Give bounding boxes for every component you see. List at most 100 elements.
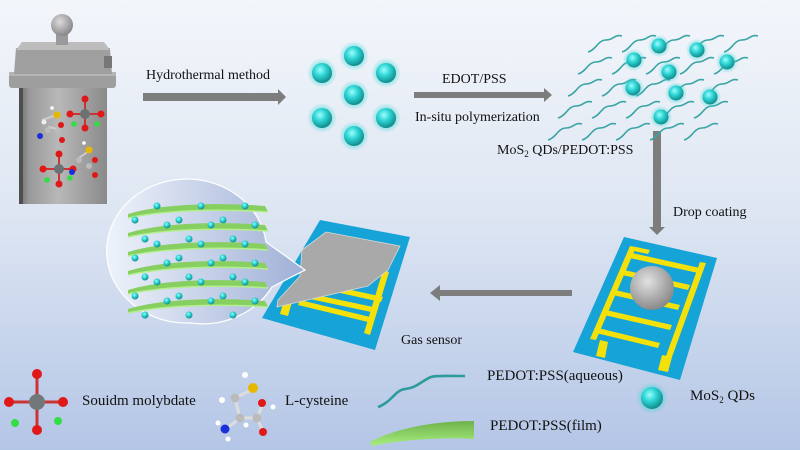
qd-dot <box>312 63 332 83</box>
film-qd <box>229 235 237 243</box>
pedot-wave <box>557 100 593 119</box>
composite-qd <box>702 89 718 105</box>
film-qd <box>175 216 183 224</box>
legend-mos2-qds-label: MoS2 QDs <box>690 388 755 405</box>
composite-label-sub: 2 <box>524 149 529 159</box>
l-cysteine-molecule-icon <box>215 372 276 442</box>
mos2-qd-cluster-icon <box>307 41 401 151</box>
film-layer <box>128 280 268 294</box>
drop-coating-label: Drop coating <box>673 205 747 220</box>
legend-qd-suffix: QDs <box>723 388 755 404</box>
in-situ-polymerization-label: In-situ polymerization <box>415 110 540 125</box>
film-qd <box>197 240 205 248</box>
hydrothermal-method-label: Hydrothermal method <box>146 68 271 83</box>
film-qd <box>219 292 227 300</box>
film-edge <box>127 228 269 238</box>
arrow-drop-coating-icon <box>649 131 665 235</box>
legend-sodium-molybdate-label: Souidm molybdate <box>82 393 196 409</box>
film-qd <box>241 278 249 286</box>
pedot-wave <box>547 122 583 141</box>
pedot-wave <box>577 56 613 75</box>
pedot-wave <box>683 122 719 141</box>
film-qd <box>153 202 161 210</box>
autoclave-reactor-icon <box>9 14 116 204</box>
pedot-wave <box>567 78 603 97</box>
film-qd <box>241 202 249 210</box>
pedot-film-icon <box>370 421 474 446</box>
film-qd <box>175 292 183 300</box>
magnified-film-bubble-icon <box>106 178 307 325</box>
pedot-aqueous-wave-icon <box>377 374 466 409</box>
pedot-wave <box>587 34 623 53</box>
film-qd <box>207 297 215 305</box>
composite-qd <box>653 109 669 125</box>
film-qd <box>141 235 149 243</box>
legend-qd-sub: 2 <box>719 395 724 405</box>
film-qd <box>251 221 259 229</box>
composite-qds-icon <box>621 34 739 129</box>
composite-qd <box>719 54 735 70</box>
film-qd <box>207 259 215 267</box>
pedot-wave <box>615 122 651 141</box>
qd-dot <box>376 108 396 128</box>
qd-dot <box>312 108 332 128</box>
film-qd <box>163 297 171 305</box>
gas-sensor-label: Gas sensor <box>401 333 463 348</box>
precursor-molecules-icon <box>37 95 105 188</box>
film-edge <box>127 209 269 219</box>
arrow-to-sensor-icon <box>430 285 572 301</box>
composite-label: MoS2 QDs/PEDOT:PSS <box>497 143 633 159</box>
drop-coated-sensor-icon <box>573 237 717 380</box>
film-qd <box>229 273 237 281</box>
composite-label-suffix: QDs/PEDOT:PSS <box>528 143 634 158</box>
qd-dot <box>344 85 364 105</box>
film-edge <box>127 285 269 295</box>
pedot-wave <box>581 122 617 141</box>
film-qd <box>163 259 171 267</box>
pedot-wave <box>621 34 657 53</box>
film-layer <box>128 242 268 256</box>
film-qd <box>141 311 149 319</box>
film-qd <box>185 273 193 281</box>
composite-qd <box>651 38 667 54</box>
film-qd <box>219 216 227 224</box>
film-layer <box>128 261 268 275</box>
film-qd <box>131 216 139 224</box>
pedot-wave <box>649 122 685 141</box>
film-layer <box>128 223 268 237</box>
pedot-wave <box>625 100 661 119</box>
mos2-qd-legend-icon <box>636 382 668 414</box>
film-qd <box>197 278 205 286</box>
composite-qd <box>668 85 684 101</box>
film-qd <box>131 254 139 262</box>
film-qd <box>163 221 171 229</box>
pedot-wave <box>679 56 715 75</box>
qd-dot <box>344 126 364 146</box>
film-qd <box>131 292 139 300</box>
film-qd <box>175 254 183 262</box>
film-qd <box>185 235 193 243</box>
film-qd <box>185 311 193 319</box>
arrow-hydrothermal-icon <box>143 89 286 105</box>
film-edge <box>127 304 269 314</box>
pedot-wave <box>591 100 627 119</box>
film-layer <box>128 299 268 313</box>
film-qd <box>241 240 249 248</box>
film-edge <box>127 266 269 276</box>
legend-qd-prefix: MoS <box>690 388 720 404</box>
legend-pedot-aqueous-label: PEDOT:PSS(aqueous) <box>487 368 623 384</box>
film-qd <box>153 240 161 248</box>
legend-cysteine-label: L-cysteine <box>285 393 349 409</box>
gas-sensor-device-icon <box>262 220 410 350</box>
film-qd <box>153 278 161 286</box>
edot-pss-label: EDOT/PSS <box>442 72 507 87</box>
composite-qd <box>689 42 705 58</box>
composite-label-prefix: MoS <box>497 143 525 158</box>
film-qd <box>229 311 237 319</box>
qd-dot <box>376 63 396 83</box>
pedot-wave <box>723 34 759 53</box>
film-qd <box>219 254 227 262</box>
composite-qd <box>626 52 642 68</box>
film-qd <box>141 273 149 281</box>
